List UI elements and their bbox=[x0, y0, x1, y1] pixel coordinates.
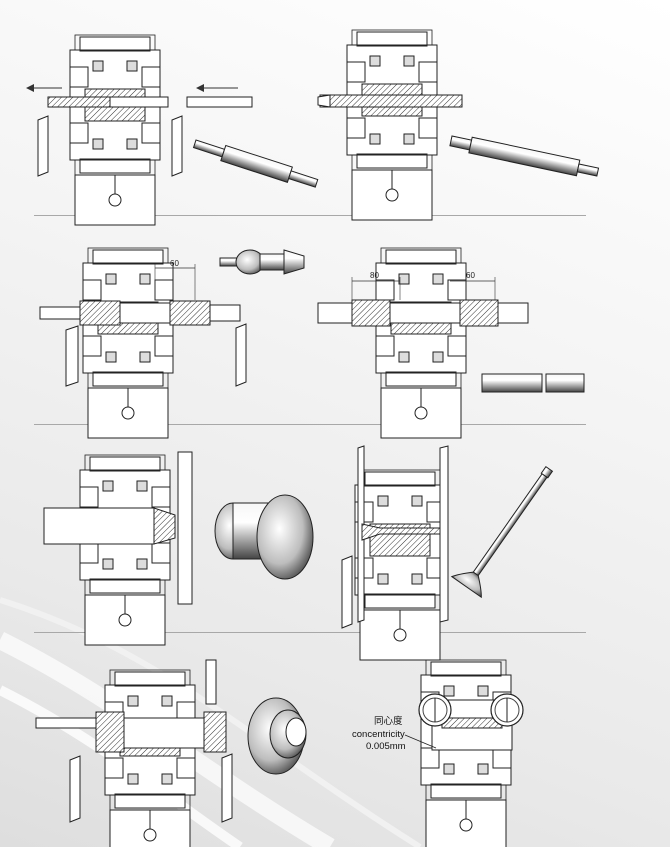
diagram-4a bbox=[35, 659, 307, 847]
diagram-2b: 80 60 bbox=[317, 247, 585, 439]
diagram-1a bbox=[26, 34, 319, 226]
dimension-label-2: 80 bbox=[370, 271, 379, 280]
annotation-en: concentricity bbox=[352, 729, 405, 740]
diagram-3a bbox=[43, 451, 314, 646]
divider-2 bbox=[34, 424, 586, 425]
diagram-1b bbox=[317, 29, 600, 221]
divider-1 bbox=[34, 215, 586, 216]
dimension-label-3: 60 bbox=[466, 271, 475, 280]
diagram-2a: 60 bbox=[39, 247, 305, 439]
diagram-3b bbox=[341, 445, 554, 661]
annotation-zh: 同心度 bbox=[374, 715, 403, 727]
diagram-4b: 同心度 concentricity 0.005mm bbox=[352, 659, 524, 847]
dimension-label-1: 60 bbox=[170, 259, 179, 268]
divider-3 bbox=[34, 632, 586, 633]
annotation-value: 0.005mm bbox=[366, 741, 406, 752]
